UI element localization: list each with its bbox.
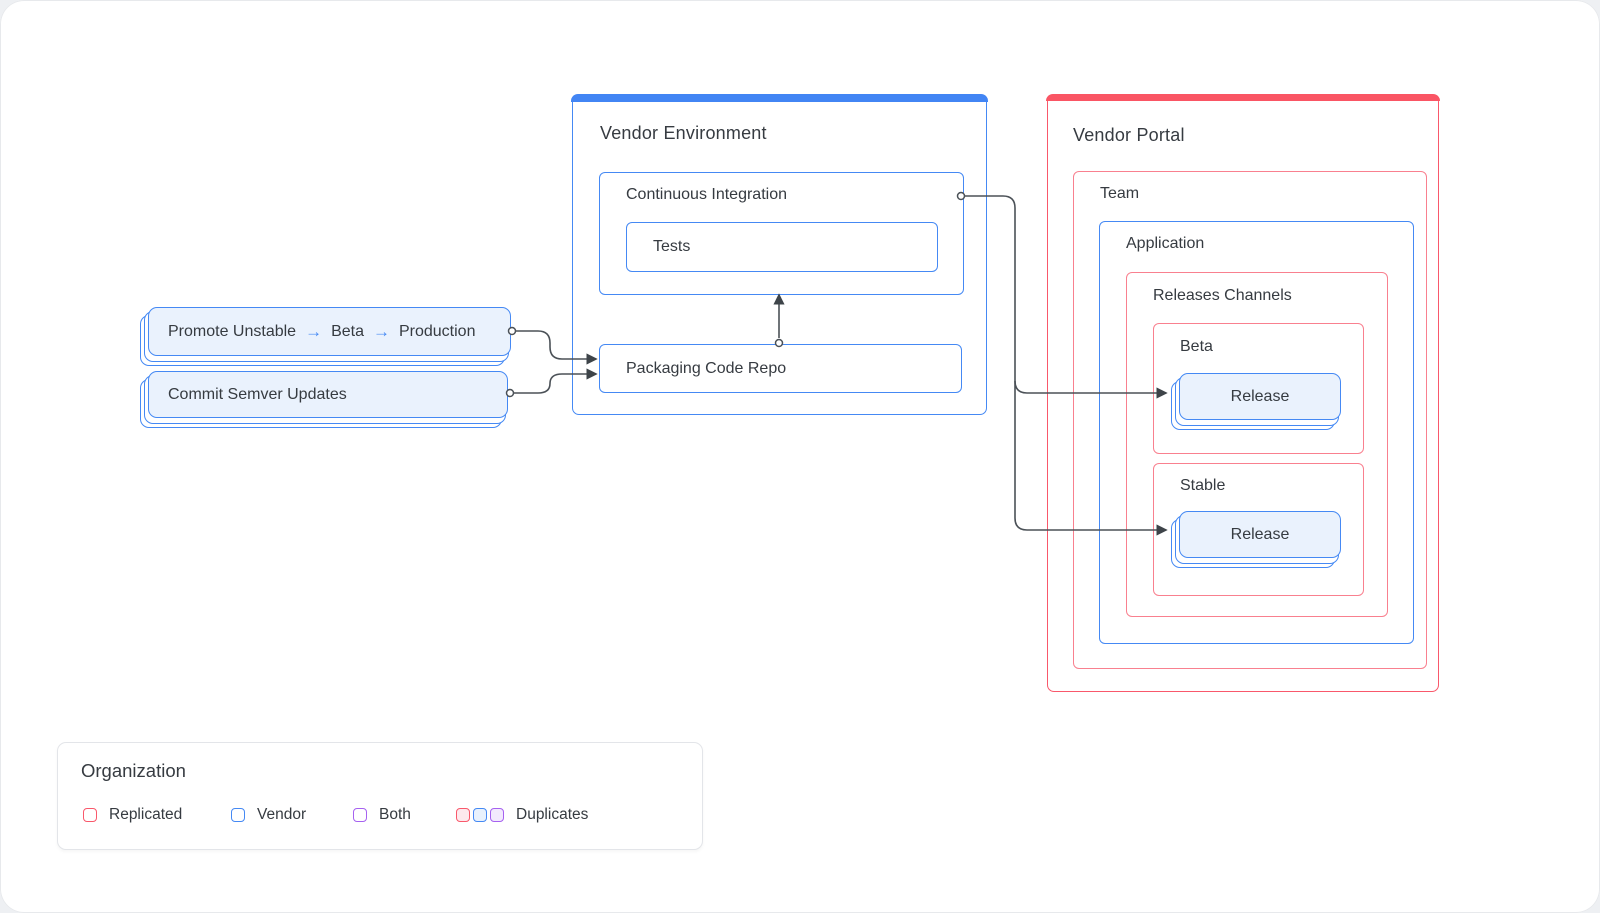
beta-release-card: Release bbox=[1179, 373, 1341, 420]
continuous-integration-label: Continuous Integration bbox=[626, 186, 787, 203]
beta-channel-box: Beta Release bbox=[1153, 323, 1364, 454]
releases-channels-box: Releases Channels Beta Release Stable bbox=[1126, 272, 1388, 617]
legend-item-label: Vendor bbox=[257, 806, 307, 823]
promote-card-stack: Promote Unstable → Beta → Production bbox=[140, 307, 511, 366]
stable-release-card: Release bbox=[1179, 511, 1341, 558]
legend-item-replicated: Replicated bbox=[83, 806, 182, 824]
stable-channel-label: Stable bbox=[1180, 477, 1226, 494]
commit-card-label: Commit Semver Updates bbox=[168, 385, 347, 403]
beta-release-label: Release bbox=[1230, 387, 1290, 405]
right-arrow-icon: → bbox=[305, 321, 323, 341]
vendor-environment-group: Vendor Environment Continuous Integratio… bbox=[571, 94, 988, 415]
legend-item-label: Duplicates bbox=[516, 806, 589, 823]
commit-card-stack: Commit Semver Updates bbox=[140, 371, 508, 428]
vendor-portal-title: Vendor Portal bbox=[1073, 125, 1185, 145]
tests-label: Tests bbox=[653, 238, 691, 255]
stable-release-label: Release bbox=[1230, 525, 1290, 543]
replicated-swatch bbox=[83, 808, 97, 822]
commit-card: Commit Semver Updates bbox=[148, 371, 508, 418]
duplicates-swatch-red bbox=[456, 808, 470, 822]
application-label: Application bbox=[1126, 235, 1205, 252]
legend-item-both: Both bbox=[353, 806, 411, 824]
both-swatch bbox=[353, 808, 367, 822]
vendor-environment-header-bar bbox=[571, 94, 988, 103]
vendor-swatch bbox=[231, 808, 245, 822]
promote-segment: Promote Unstable bbox=[168, 322, 297, 340]
right-arrow-icon: → bbox=[372, 321, 390, 341]
promote-segment: Production bbox=[398, 322, 476, 340]
promote-segment: Beta bbox=[331, 322, 364, 340]
stable-release-stack: Release bbox=[1171, 511, 1341, 568]
tests-box: Tests bbox=[626, 222, 938, 272]
team-box: Team Application Releases Channels Beta … bbox=[1073, 171, 1427, 669]
duplicates-swatch-blue bbox=[473, 808, 487, 822]
vendor-portal-group: Vendor Portal Team Application Releases … bbox=[1046, 94, 1440, 692]
stable-channel-box: Stable Release bbox=[1153, 463, 1364, 596]
packaging-code-repo-box: Packaging Code Repo bbox=[599, 344, 962, 393]
continuous-integration-box: Continuous Integration Tests bbox=[599, 172, 964, 295]
vendor-environment-title: Vendor Environment bbox=[600, 123, 767, 143]
beta-release-stack: Release bbox=[1171, 373, 1341, 430]
legend-box: Organization Replicated Vendor Both Dupl… bbox=[57, 742, 703, 850]
beta-channel-label: Beta bbox=[1180, 338, 1213, 355]
legend-item-label: Both bbox=[379, 806, 411, 823]
legend-item-vendor: Vendor bbox=[231, 806, 306, 824]
duplicates-swatch-purple bbox=[490, 808, 504, 822]
application-box: Application Releases Channels Beta Relea… bbox=[1099, 221, 1414, 644]
legend-item-label: Replicated bbox=[109, 806, 183, 823]
promote-card: Promote Unstable → Beta → Production bbox=[148, 307, 511, 356]
team-label: Team bbox=[1100, 185, 1140, 202]
legend-title: Organization bbox=[81, 760, 186, 781]
packaging-code-repo-label: Packaging Code Repo bbox=[626, 359, 787, 377]
duplicates-swatch-row bbox=[456, 808, 504, 822]
legend-item-duplicates: Duplicates bbox=[456, 806, 588, 824]
releases-channels-label: Releases Channels bbox=[1153, 287, 1292, 304]
vendor-portal-header-bar bbox=[1046, 94, 1440, 102]
